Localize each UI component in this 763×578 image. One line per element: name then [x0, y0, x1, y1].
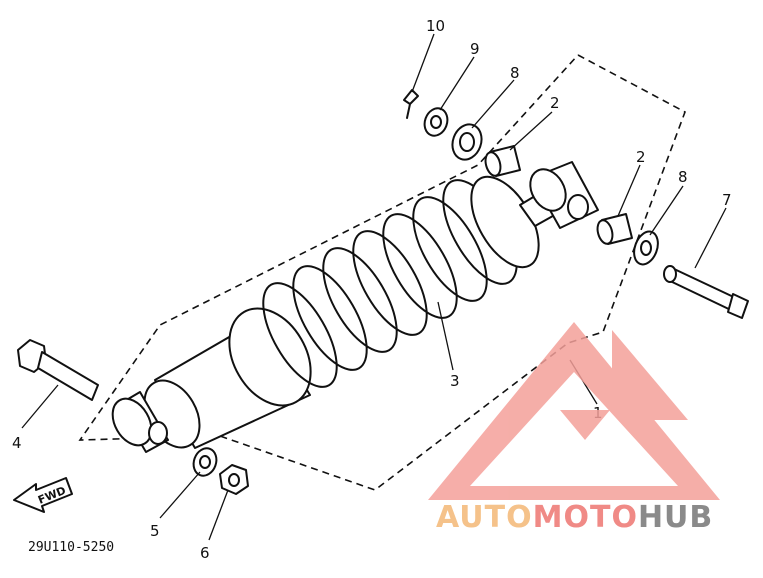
- leader-lines: [21, 33, 727, 541]
- pivot-pin: [663, 265, 749, 319]
- callout-7: 7: [722, 191, 732, 209]
- watermark-auto: AUTO: [436, 500, 533, 535]
- callout-6: 6: [200, 544, 210, 562]
- callout-3: 3: [450, 372, 460, 390]
- callout-8-right: 8: [678, 168, 688, 186]
- plain-washer: [423, 107, 449, 137]
- callout-4: 4: [12, 434, 22, 452]
- washer-lower: [192, 447, 218, 477]
- collar-right: [596, 213, 633, 245]
- oil-seal-right: [633, 230, 659, 266]
- watermark-hub: HUB: [638, 500, 713, 535]
- cotter-pin: [403, 89, 419, 119]
- callout-10: 10: [426, 17, 445, 35]
- bolt: [17, 339, 99, 401]
- coil-spring: [262, 175, 540, 388]
- callout-numbers: 10 9 8 2 2 8 7 3 1 4 5 6: [12, 17, 732, 562]
- callout-9: 9: [470, 40, 480, 58]
- shock-absorber-body: [111, 307, 312, 453]
- callout-2-upper: 2: [550, 94, 560, 112]
- nut: [219, 464, 249, 495]
- callout-8-upper: 8: [510, 64, 520, 82]
- fwd-arrow-icon: FWD: [13, 477, 73, 513]
- watermark-logo-icon: [428, 322, 720, 500]
- part-code: 29U110-5250: [28, 540, 114, 555]
- upper-mount: [519, 161, 599, 229]
- watermark-text: AUTOMOTOHUB: [436, 500, 713, 535]
- oil-seal-upper: [451, 123, 483, 161]
- callout-5: 5: [150, 522, 160, 540]
- watermark-moto: MOTO: [533, 500, 638, 535]
- collar-upper: [484, 145, 521, 177]
- callout-2-right: 2: [636, 148, 646, 166]
